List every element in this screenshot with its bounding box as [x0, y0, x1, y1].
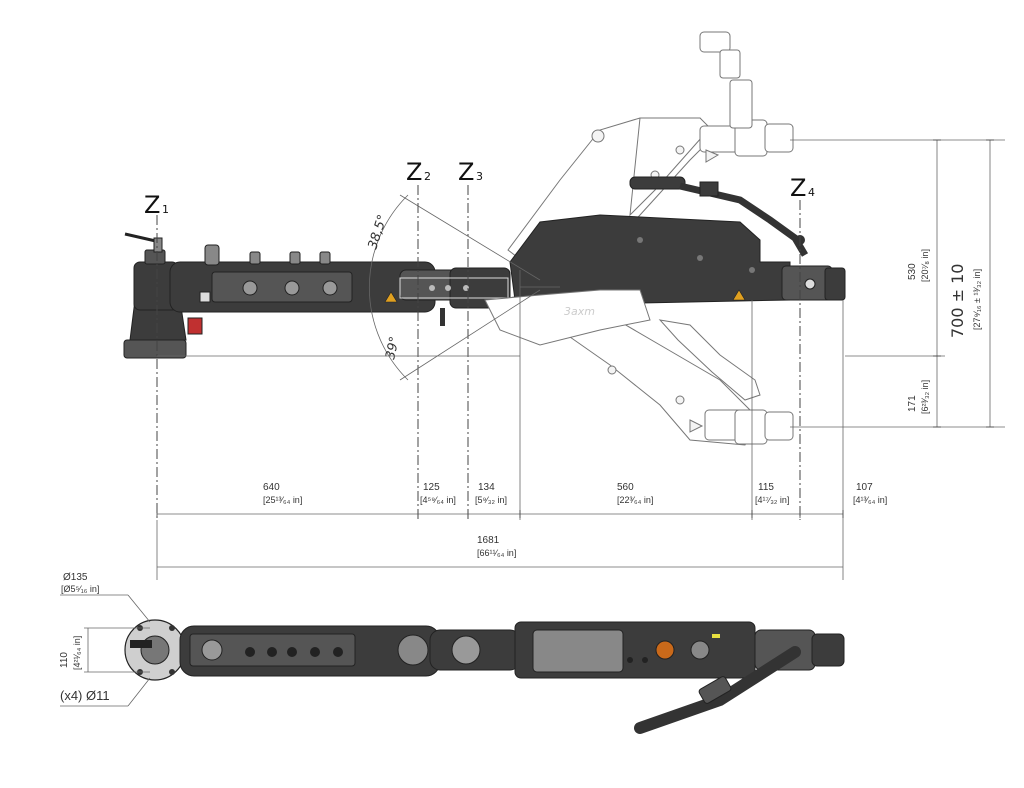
svg-text:1: 1 [162, 203, 169, 216]
dim-125: 125 [423, 482, 440, 493]
svg-text:[4⁵⁹⁄₆₄ in]: [4⁵⁹⁄₆₄ in] [420, 495, 456, 505]
svg-text:[22³⁄₆₄ in]: [22³⁄₆₄ in] [617, 495, 653, 505]
dim-total: 1681 [477, 535, 500, 546]
lower-angle-label: 39° [383, 335, 402, 361]
top-view [124, 619, 845, 734]
dim-107: 107 [856, 482, 873, 493]
svg-text:[4¹⁷⁄₃₂ in]: [4¹⁷⁄₃₂ in] [755, 495, 789, 505]
rotation-angle-arcs: 38,5° 39° [366, 194, 560, 381]
z1-label: Z [144, 191, 160, 219]
side-view: 3axm 38,5° [123, 31, 1005, 580]
top-view-handle [634, 646, 801, 734]
first-arm [169, 244, 461, 335]
svg-text:[5⁹⁄₃₂ in]: [5⁹⁄₃₂ in] [475, 495, 507, 505]
svg-text:[4²¹⁄₆₄ in]: [4²¹⁄₆₄ in] [72, 636, 82, 670]
svg-text:[25¹³⁄₆₄ in]: [25¹³⁄₆₄ in] [263, 495, 302, 505]
dim-115: 115 [758, 482, 774, 493]
svg-text:[6²³⁄₃₂ in]: [6²³⁄₃₂ in] [920, 380, 930, 414]
dim-134: 134 [478, 482, 495, 493]
svg-text:3: 3 [476, 170, 483, 183]
svg-text:4: 4 [808, 186, 815, 199]
second-arm [399, 267, 511, 326]
z3-label: Z [458, 158, 474, 186]
upper-angle-label: 38,5° [366, 213, 391, 251]
base-dimensions: Ø135 [Ø5⁵⁄₁₆ in] 110 [4²¹⁄₆₄ in] (x4) Ø1… [59, 572, 151, 707]
dim-640: 640 [263, 482, 280, 493]
vertical-dimensions: 530 [20⁷⁄₈ in] 171 [6²³⁄₃₂ in] 700 ± 10 … [907, 139, 994, 428]
dim-700: 700 ± 10 [948, 264, 967, 338]
svg-text:[20⁷⁄₈ in]: [20⁷⁄₈ in] [920, 249, 930, 282]
dim-530: 530 [907, 263, 918, 280]
svg-text:[Ø5⁵⁄₁₆ in]: [Ø5⁵⁄₁₆ in] [61, 584, 99, 594]
base-width: 110 [59, 652, 70, 668]
svg-text:2: 2 [424, 170, 431, 183]
base-clamp [123, 232, 187, 359]
brand-logo: 3axm [564, 305, 595, 318]
main-arm: 3axm [484, 214, 846, 346]
svg-text:[4¹³⁄₆₄ in]: [4¹³⁄₆₄ in] [853, 495, 887, 505]
zone-labels: Z 1 Z 2 Z 3 Z 4 [144, 158, 815, 219]
svg-text:[66¹¹⁄₆₄ in]: [66¹¹⁄₆₄ in] [477, 548, 516, 558]
svg-text:[27⁹⁄₁₆ ± ¹³⁄₃₂ in]: [27⁹⁄₁₆ ± ¹³⁄₃₂ in] [972, 269, 982, 330]
dim-560: 560 [617, 482, 634, 493]
z2-label: Z [406, 158, 422, 186]
side-handle [629, 176, 809, 257]
base-diameter: Ø135 [63, 572, 88, 583]
horizontal-dimensions: 640 [25¹³⁄₆₄ in] 125 [4⁵⁹⁄₆₄ in] 134 [5⁹… [156, 482, 887, 568]
z4-label: Z [790, 174, 806, 202]
mounting-holes: (x4) Ø11 [60, 688, 110, 703]
dim-171: 171 [907, 395, 918, 412]
